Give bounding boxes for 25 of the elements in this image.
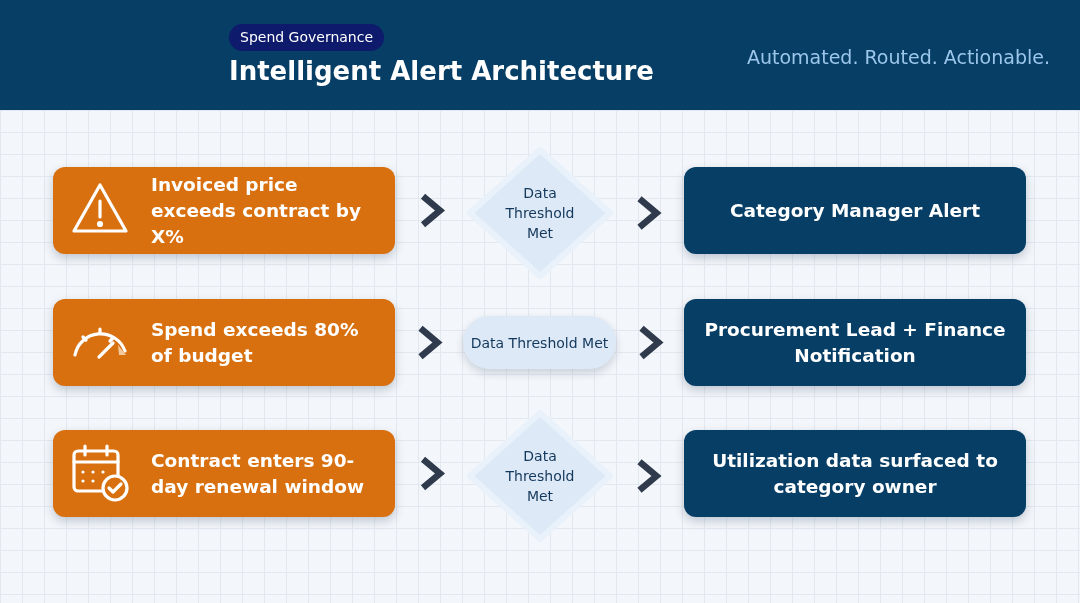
title: Intelligent Alert Architecture xyxy=(229,56,654,86)
category-badge: Spend Governance xyxy=(229,24,385,51)
node-text: Utilization data surfaced to category owner xyxy=(711,448,999,499)
trigger-box xyxy=(53,167,395,254)
node-text: Category Manager Alert xyxy=(728,198,982,223)
trigger-box xyxy=(53,299,395,386)
chevron-arrow xyxy=(420,193,446,228)
action-box xyxy=(684,430,1026,517)
tagline: Automated. Routed. Actionable. xyxy=(746,46,1050,68)
node-text: Data Threshold Met xyxy=(470,333,609,353)
chevron-arrow xyxy=(420,456,446,491)
chevron-arrow xyxy=(639,325,664,360)
node-text: Contract enters 90-day renewal window xyxy=(151,448,366,499)
chevron-arrow xyxy=(637,459,662,493)
node-text: Data Threshold Met xyxy=(504,184,576,243)
action-box xyxy=(684,167,1026,254)
chevron-arrow xyxy=(637,196,662,230)
node-text: Procurement Lead + Finance Notification xyxy=(703,317,1007,368)
node-text: Invoiced price exceeds contract by X% xyxy=(151,172,363,249)
action-box xyxy=(684,299,1026,386)
trigger-box xyxy=(53,430,395,517)
node-text: Data Threshold Met xyxy=(504,447,576,506)
threshold-pill xyxy=(463,316,616,369)
chevron-arrow xyxy=(418,325,443,360)
node-text: Spend exceeds 80% of budget xyxy=(151,317,360,368)
